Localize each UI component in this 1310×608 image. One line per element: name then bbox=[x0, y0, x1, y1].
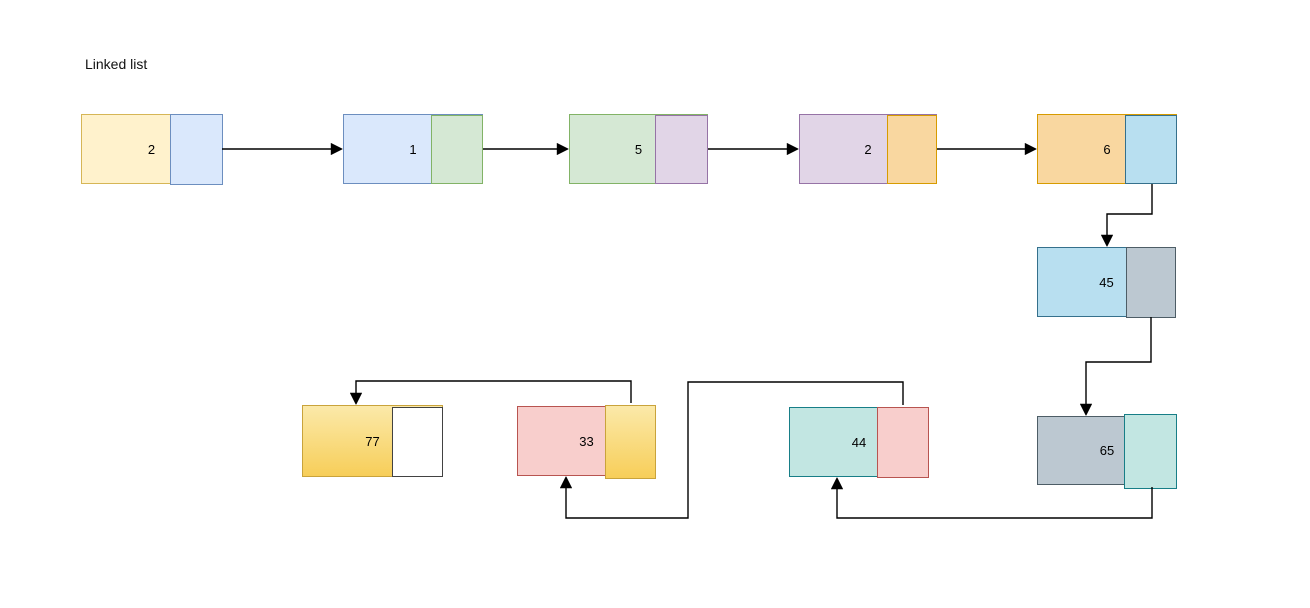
node-pointer-cell[interactable] bbox=[392, 407, 443, 477]
node-2-head[interactable]: 2 bbox=[81, 114, 223, 185]
node-65[interactable]: 65 bbox=[1037, 414, 1177, 489]
diagram-title[interactable]: Linked list bbox=[85, 56, 148, 72]
edge-33-to-77[interactable] bbox=[356, 380, 632, 403]
node-pointer-cell[interactable] bbox=[605, 405, 656, 479]
node-value: 1 bbox=[409, 141, 417, 157]
node-value: 77 bbox=[365, 433, 380, 449]
node-pointer-cell[interactable] bbox=[877, 407, 929, 478]
node-value: 5 bbox=[634, 141, 643, 157]
node-44[interactable]: 44 bbox=[789, 407, 929, 478]
node-value: 2 bbox=[864, 141, 872, 157]
node-pointer-cell[interactable] bbox=[1125, 115, 1177, 184]
node-value: 65 bbox=[1099, 443, 1115, 458]
node-pointer-cell[interactable] bbox=[1124, 414, 1177, 489]
node-pointer-cell[interactable] bbox=[655, 115, 708, 184]
node-pointer-cell[interactable] bbox=[887, 115, 937, 184]
node-2b[interactable]: 2 bbox=[799, 114, 937, 184]
node-pointer-cell[interactable] bbox=[170, 114, 223, 185]
node-pointer-cell[interactable] bbox=[431, 115, 483, 184]
node-value: 33 bbox=[579, 433, 594, 449]
node-value: 44 bbox=[851, 434, 867, 450]
node-45[interactable]: 45 bbox=[1037, 247, 1176, 318]
edge-6-to-45[interactable] bbox=[1107, 184, 1153, 245]
node-6[interactable]: 6 bbox=[1037, 114, 1177, 184]
node-value: 45 bbox=[1099, 274, 1114, 290]
node-33[interactable]: 33 bbox=[517, 405, 656, 479]
node-value: 6 bbox=[1103, 141, 1111, 157]
node-pointer-cell[interactable] bbox=[1126, 247, 1176, 318]
node-1[interactable]: 1 bbox=[343, 114, 483, 184]
node-5[interactable]: 5 bbox=[569, 114, 708, 184]
node-value: 2 bbox=[147, 141, 156, 157]
edge-45-to-65[interactable] bbox=[1086, 317, 1152, 414]
node-77[interactable]: 77 bbox=[302, 405, 443, 477]
